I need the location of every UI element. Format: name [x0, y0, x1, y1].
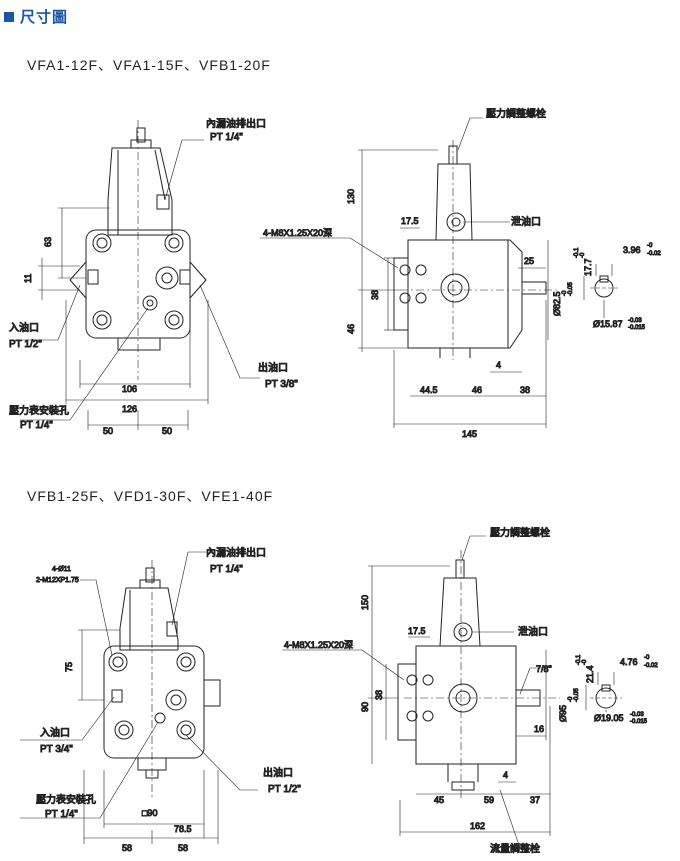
- shaft-w-tol-2a: -0: [644, 655, 650, 661]
- tol-82-5-a: -0: [562, 290, 568, 296]
- inlet-spec-2: PT 3/4": [40, 744, 73, 755]
- dim-16: 16: [534, 724, 544, 734]
- inlet-spec-1: PT 1/2": [9, 339, 42, 350]
- dim-44-5: 44.5: [420, 385, 438, 395]
- header-square-icon: [4, 11, 14, 22]
- shaft-key-tol-1a: -0: [580, 252, 586, 258]
- dim-46v: 46: [346, 324, 356, 334]
- shaft-w-tol-1a: -0: [647, 243, 653, 249]
- shaft-key-tol-2b: -0.1: [576, 654, 582, 665]
- tol-95-a: -0: [568, 696, 574, 702]
- inlet-label-1: 入油口: [9, 321, 39, 334]
- tol-82-5-b: -0.05: [568, 282, 574, 296]
- shaft-dia-tol-2a: -0.03: [630, 712, 644, 718]
- adjust-label-2: 壓力調整螺栓: [490, 526, 550, 539]
- gauge-label-2: 壓力表安裝孔: [36, 793, 96, 806]
- side-view-1: [260, 117, 560, 428]
- shaft-detail-1: [583, 264, 618, 318]
- dim-50a: 50: [103, 426, 113, 436]
- drain-spec-1: PT 1/4": [210, 132, 243, 143]
- outlet-spec-2: PT 1/2": [268, 784, 301, 795]
- bolt-label-2: 4-M8X1.25X20深: [284, 640, 353, 650]
- dim-37: 37: [530, 795, 540, 805]
- drain-label-2: 內漏油排出口: [206, 546, 266, 559]
- dim-75: 75: [64, 662, 74, 672]
- dim-162: 162: [470, 821, 485, 831]
- drain-port-label-1: 泄油口: [511, 215, 541, 228]
- shaft-key-tol-1b: -0.1: [574, 247, 580, 258]
- flow-adjust-label: 流量調整栓: [490, 842, 540, 855]
- dim-58a: 58: [122, 843, 132, 853]
- dim-90v: 90: [360, 702, 370, 712]
- dim-11: 11: [23, 274, 33, 283]
- dim-7-8: 7/8": [536, 664, 552, 674]
- dim-130: 130: [346, 189, 356, 204]
- shaft-dia-2: Ø19.05: [594, 713, 624, 723]
- dim-90-sq: □90: [142, 808, 157, 818]
- shaft-dia-tol-1a: -0.03: [628, 318, 642, 324]
- shaft-key-1: 17.7: [583, 258, 593, 276]
- dim-145: 145: [462, 429, 477, 439]
- dim-38v: 38: [370, 290, 380, 300]
- section-header: 尺寸圖: [4, 6, 68, 27]
- header-title: 尺寸圖: [20, 9, 69, 26]
- adjust-label-1: 壓力調整螺栓: [486, 107, 546, 120]
- shaft-key-tol-2a: -0: [582, 659, 588, 665]
- dim-78-5: 78.5: [174, 824, 192, 834]
- gauge-spec-2: PT 1/4": [45, 809, 78, 820]
- gauge-label-1: 壓力表安裝孔: [9, 404, 69, 417]
- drain-label-1: 內漏油排出口: [206, 117, 266, 130]
- dim-126: 126: [122, 404, 137, 414]
- shaft-key-2: 21.4: [585, 665, 595, 683]
- tol-95-b: -0.05: [574, 688, 580, 702]
- dim-59: 59: [484, 795, 494, 805]
- dim-58b: 58: [178, 843, 188, 853]
- shaft-w-tol-2b: -0.02: [644, 663, 658, 669]
- model-title-1: VFA1-12F、VFA1-15F、VFB1-20F: [27, 57, 271, 73]
- shaft-w-1: 3.96: [623, 245, 641, 255]
- dim-50b: 50: [162, 426, 172, 436]
- dim-4-2: 4: [503, 770, 508, 780]
- dim-63: 63: [43, 237, 53, 247]
- dim-25: 25: [524, 256, 534, 266]
- drain-port-label-2: 泄油口: [518, 625, 548, 638]
- model-title-2: VFB1-25F、VFD1-30F、VFE1-40F: [27, 488, 274, 504]
- inlet-label-2: 入油口: [40, 726, 70, 739]
- dim-106: 106: [122, 384, 137, 394]
- front-view-1: [20, 120, 260, 430]
- dim-82-5: Ø82.5: [552, 291, 562, 316]
- front-view-2: [20, 551, 258, 844]
- dim-46: 46: [472, 385, 482, 395]
- dim-150: 150: [360, 595, 370, 610]
- outlet-label-2: 出油口: [263, 766, 293, 779]
- dim-17-5: 17.5: [401, 216, 419, 226]
- dim-17-5-2: 17.5: [408, 626, 426, 636]
- dim-38h: 38: [520, 385, 530, 395]
- bolt-label-1: 4-M8X1.25X20深: [263, 228, 332, 238]
- shaft-dia-1: Ø15.87: [593, 319, 623, 329]
- shaft-w-tol-1b: -0.02: [647, 251, 661, 257]
- shaft-dia-tol-2b: -0.015: [630, 719, 648, 725]
- dim-38v-2: 38: [374, 690, 384, 700]
- dim-45: 45: [434, 795, 444, 805]
- holes-label-a: 4-Ø11: [52, 566, 71, 573]
- side-view-2: [282, 535, 560, 849]
- holes-label-b: 2-M12XP1.75: [36, 577, 79, 584]
- shaft-w-2: 4.76: [620, 657, 638, 667]
- shaft-detail-2: [585, 672, 622, 712]
- shaft-dia-tol-1b: -0.015: [628, 325, 646, 331]
- outlet-label-1: 出油口: [258, 361, 288, 374]
- gauge-spec-1: PT 1/4": [20, 420, 53, 431]
- outlet-spec-1: PT 3/8": [265, 379, 298, 390]
- dim-4: 4: [496, 360, 501, 370]
- dim-95: Ø95: [558, 705, 568, 722]
- drain-spec-2: PT 1/4": [210, 564, 243, 575]
